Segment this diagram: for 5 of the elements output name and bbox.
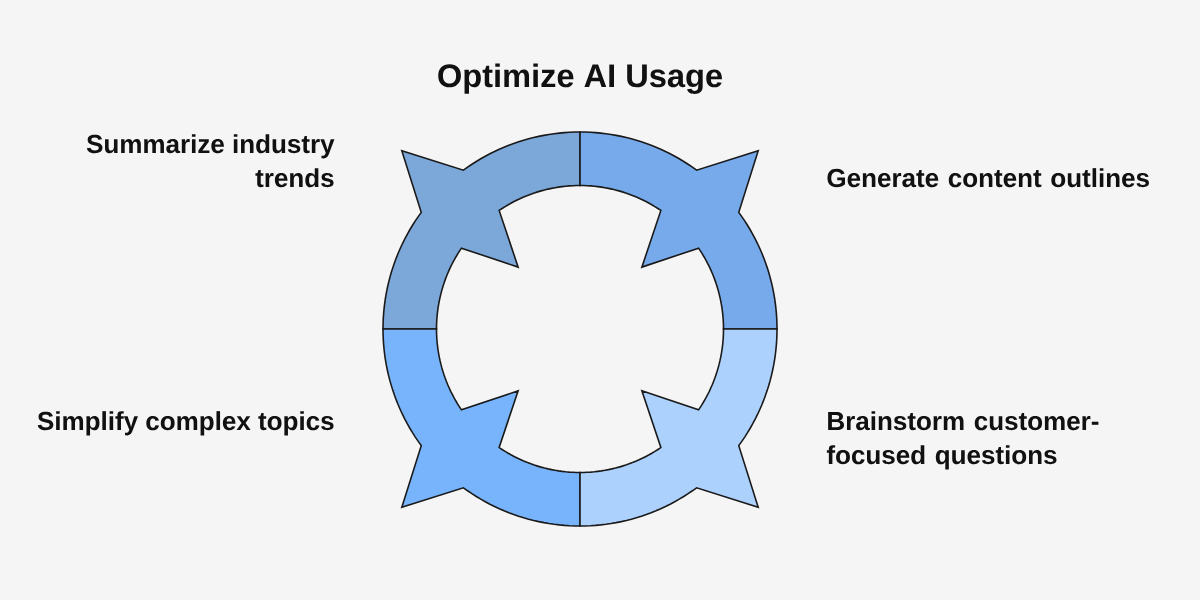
segment-label: Generate content outlines [827, 168, 1149, 188]
segment-label: Simplify complex topics [37, 411, 334, 436]
segment-label: Brainstorm customer-focused questions [826, 411, 1099, 470]
segment-label: Summarize industry trends [86, 134, 335, 188]
title: Optimize AI Usage [438, 63, 722, 94]
